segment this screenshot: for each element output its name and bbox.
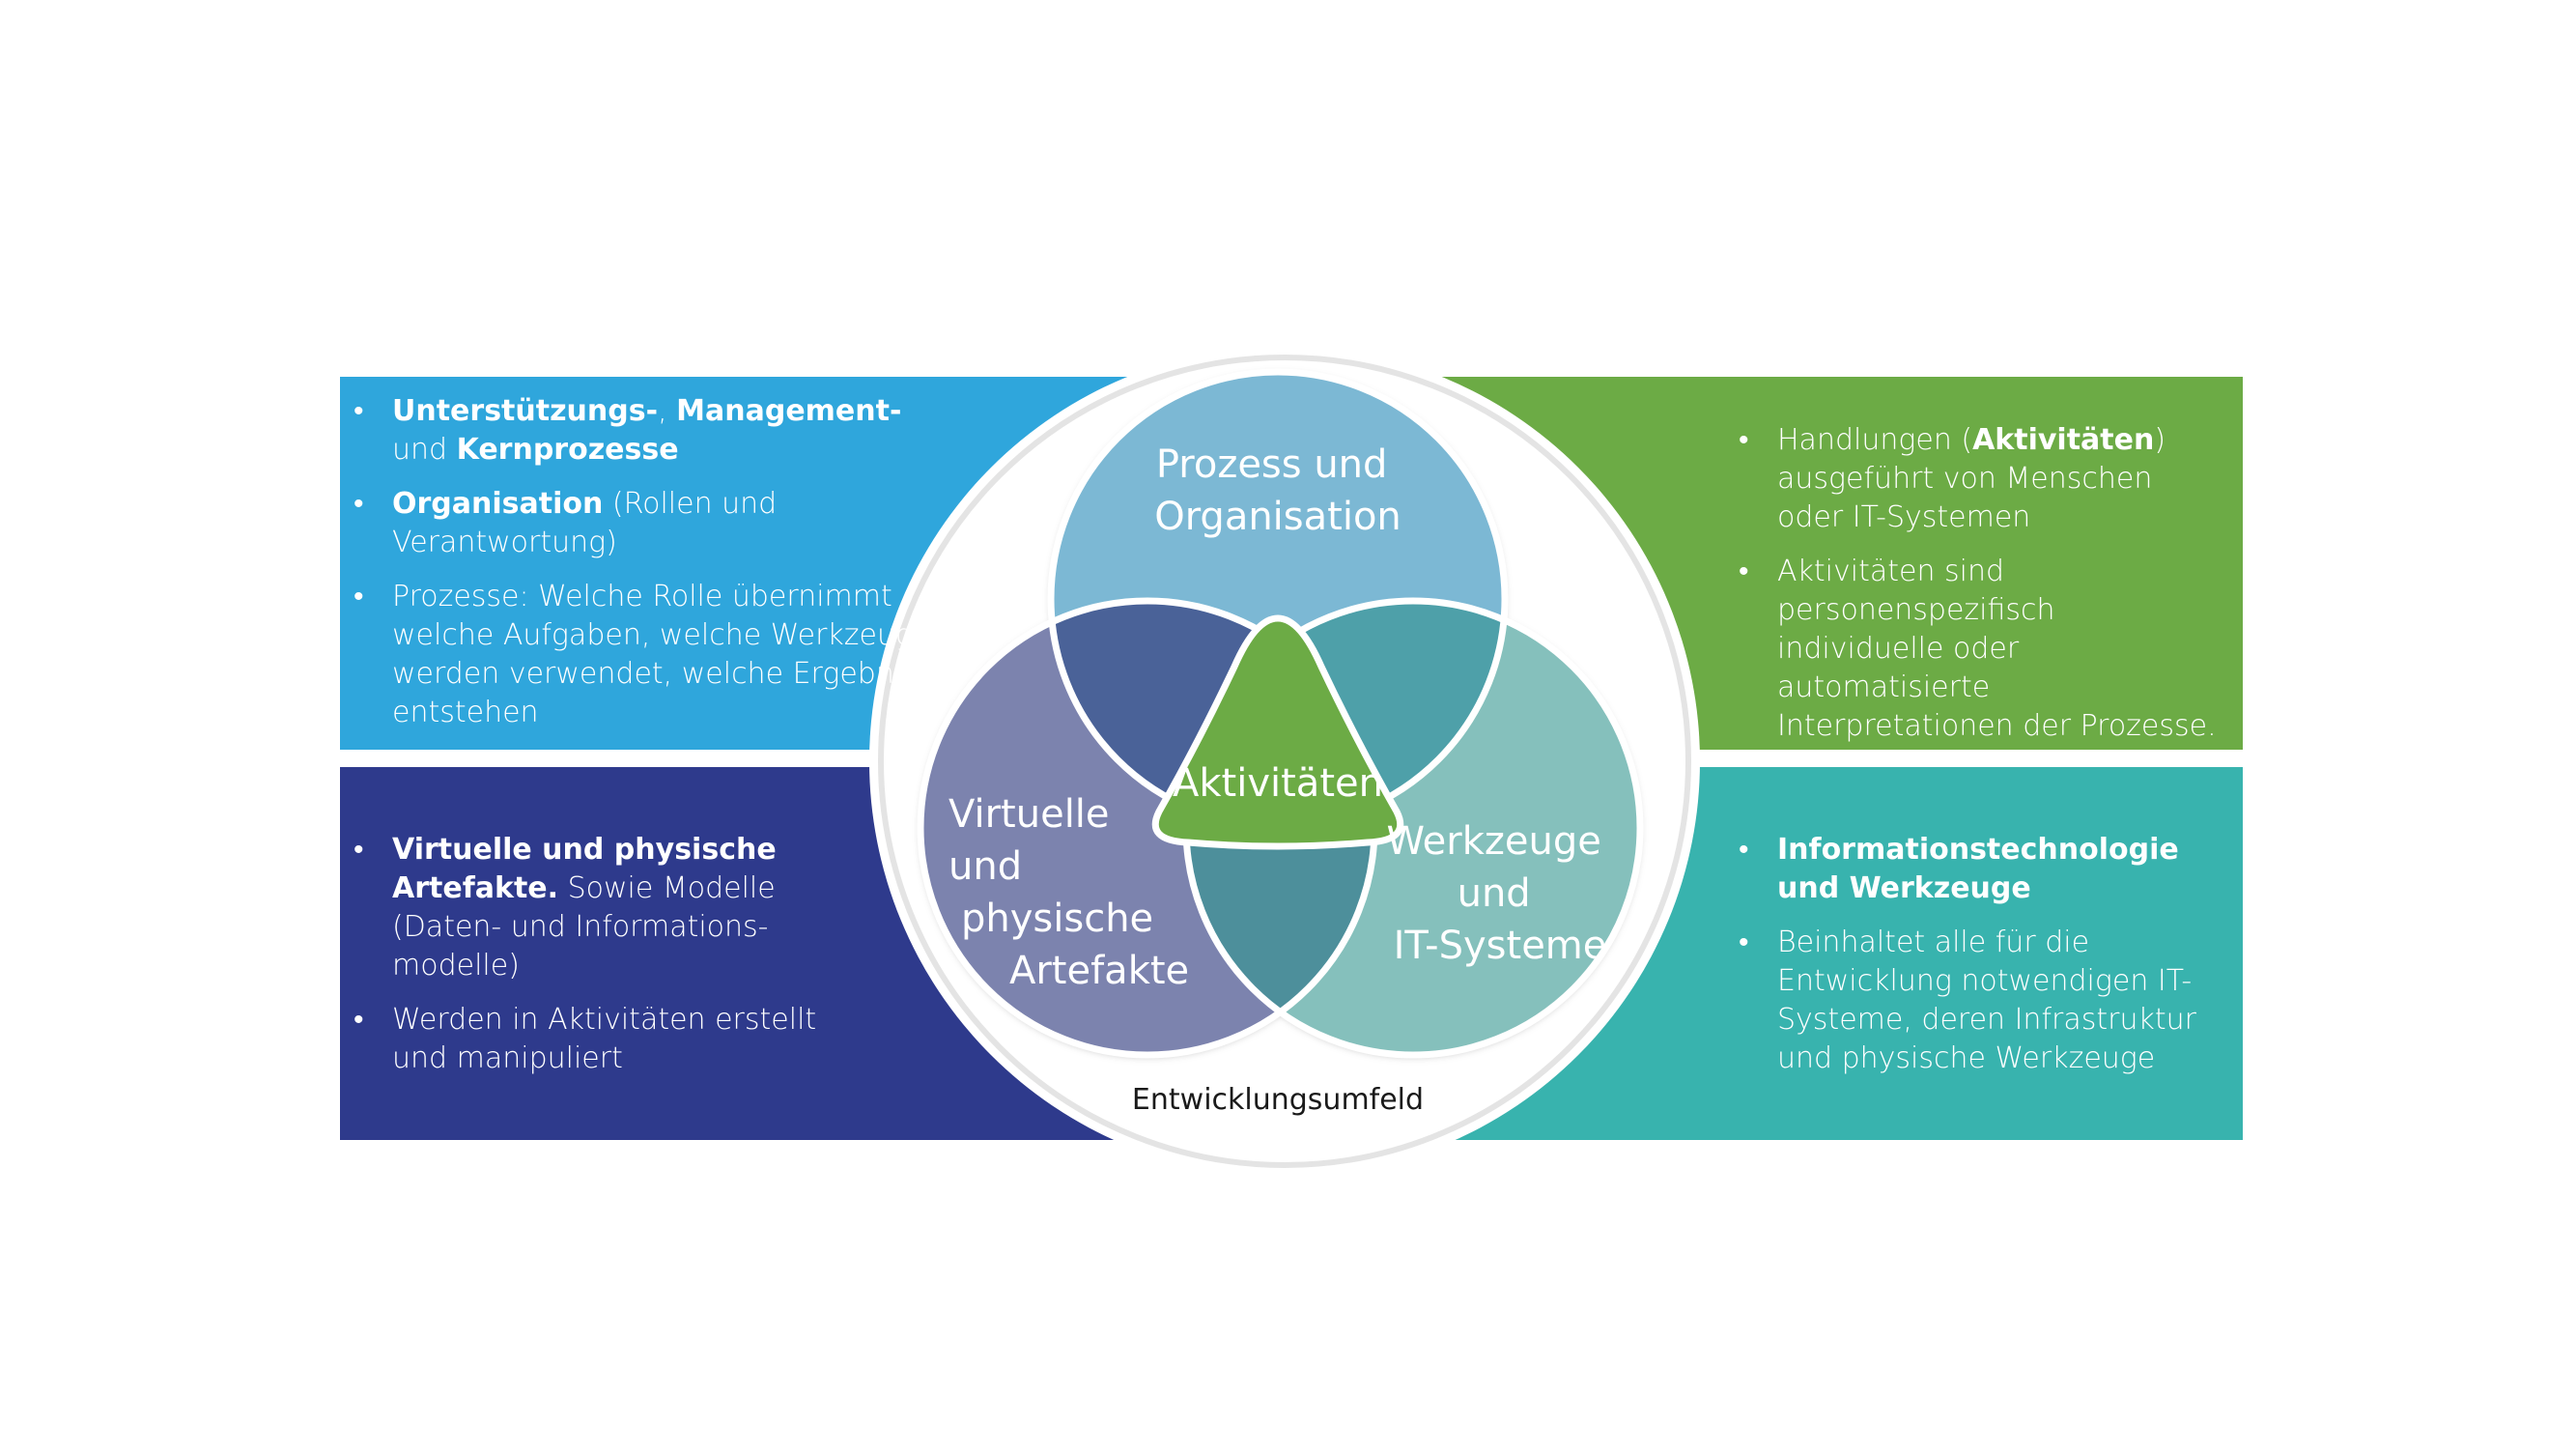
- list-item: •Prozesse: Welche Rolle übernimmt welche…: [354, 580, 950, 729]
- label-entwicklungsumfeld: Entwicklungsumfeld: [1132, 1083, 1424, 1117]
- label-prozess: Prozess und Organisation: [1154, 442, 1401, 539]
- list-item: •Beinhaltet alle für die Entwicklung not…: [1739, 926, 2196, 1075]
- text-artefakte: •Virtuelle und physische Artefakte. Sowi…: [340, 831, 823, 1094]
- center-aktivitaeten-shape: [1151, 614, 1404, 850]
- list-item: •Handlungen (Aktivitäten) ausgeführt von…: [1739, 423, 2166, 534]
- list-item: •Aktivitäten sind personenspezifisch ind…: [1739, 555, 2217, 743]
- text-werkzeuge: •Informationstechnologie und Werkzeuge •…: [1725, 831, 2237, 1094]
- list-item: •Virtuelle und physische Artefakte. Sowi…: [354, 833, 777, 983]
- label-aktivitaeten: Aktivitäten: [1173, 761, 1383, 806]
- label-artefakte: Virtuelle und physische Artefakte: [948, 792, 1189, 993]
- list-item: •Organisation (Rollen und Verantwortung): [354, 487, 778, 559]
- environment-ring: [878, 355, 1691, 1168]
- label-werkzeuge: Werkzeuge und IT-Systeme: [1386, 819, 1613, 968]
- text-aktivitaeten: •Handlungen (Aktivitäten) ausgeführt von…: [1725, 421, 2227, 761]
- list-item: •Werden in Aktivitäten erstellt und mani…: [354, 1003, 817, 1075]
- list-item: •Unterstützungs-, Management- und Kernpr…: [354, 394, 902, 467]
- text-prozesse: •Unterstützungs-, Management- und Kernpr…: [340, 392, 958, 748]
- list-item: •Informationstechnologie und Werkzeuge: [1739, 833, 2179, 905]
